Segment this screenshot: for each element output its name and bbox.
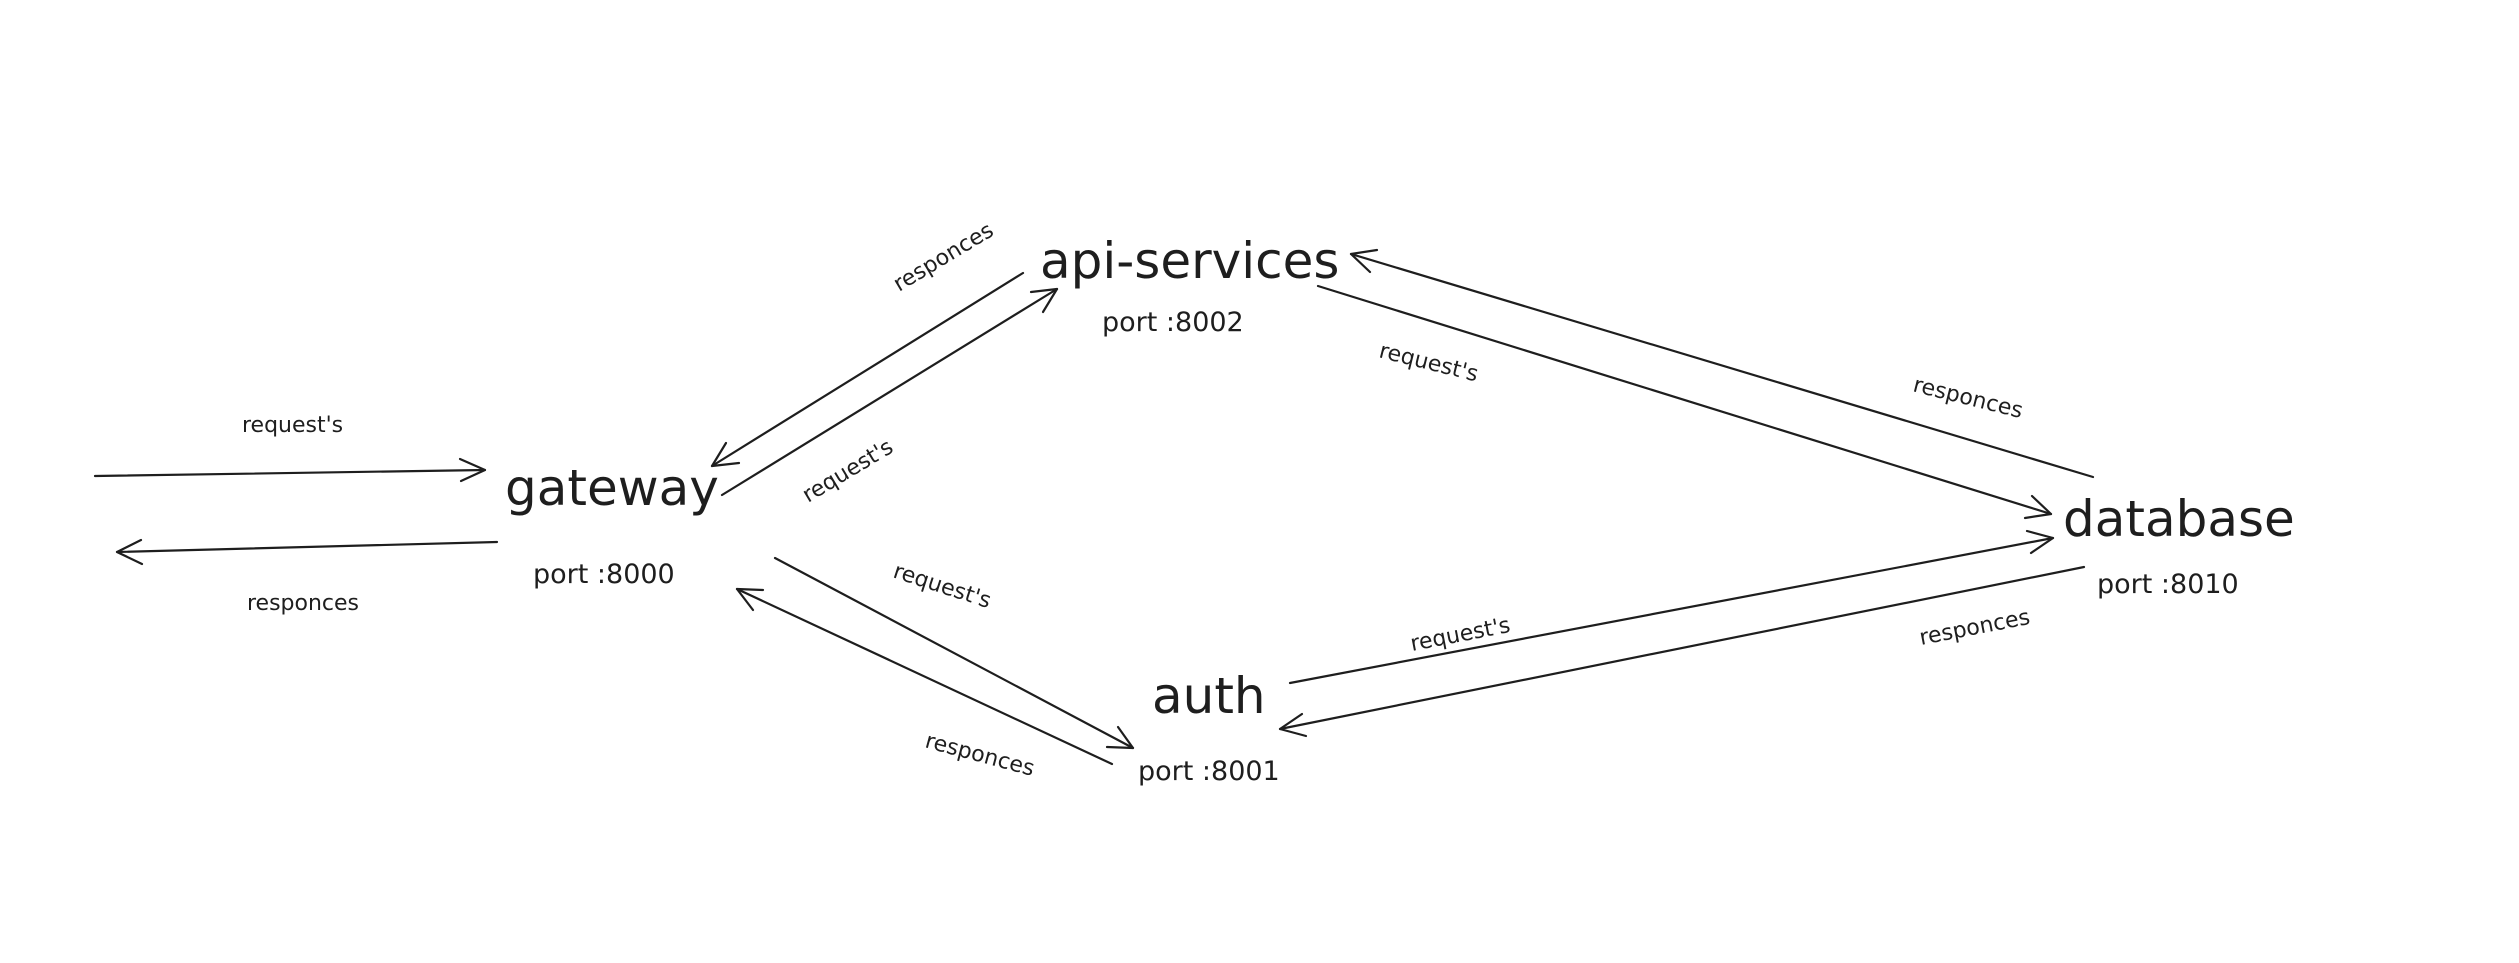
node-gateway: gateway port :8000: [505, 459, 719, 590]
node-auth-port: port :8001: [1138, 756, 1280, 787]
node-database: database port :8010: [2063, 490, 2295, 600]
arrow-client-to-gateway: [93, 457, 487, 483]
edge-label-gateway-to-api: request's: [798, 435, 898, 509]
node-api-services-port: port :8002: [1102, 307, 1244, 338]
arrow-gateway-to-auth: [773, 556, 1135, 750]
edge-label-database-to-api: responces: [1911, 373, 2026, 424]
node-database-port: port :8010: [2097, 569, 2239, 600]
edge-label-gateway-to-auth: request's: [890, 559, 994, 614]
edge-label-api-to-database: request's: [1377, 339, 1481, 388]
node-gateway-port: port :8000: [533, 559, 675, 590]
arrow-auth-to-gateway: [735, 587, 1114, 766]
edge-label-client-to-gateway: request's: [242, 413, 343, 438]
arrow-database-to-auth: [1278, 565, 2086, 738]
arrow-auth-to-database: [1288, 529, 2055, 685]
node-database-title: database: [2063, 490, 2295, 548]
node-auth: auth port :8001: [1138, 667, 1280, 787]
arrow-api-to-database: [1316, 284, 2053, 520]
edge-label-api-to-gateway: responces: [889, 218, 998, 297]
arrow-database-to-api: [1349, 248, 2095, 479]
node-api-services: api-services port :8002: [1040, 232, 1339, 338]
node-gateway-title: gateway: [505, 459, 719, 517]
edge-label-auth-to-gateway: responces: [922, 729, 1037, 782]
node-auth-title: auth: [1152, 667, 1266, 725]
edge-label-database-to-auth: responces: [1917, 605, 2032, 651]
arrow-gateway-to-api: [720, 287, 1059, 497]
node-api-services-title: api-services: [1040, 232, 1339, 290]
edge-label-gateway-to-client: responces: [247, 591, 359, 616]
arrow-api-to-gateway: [710, 271, 1025, 468]
arrow-gateway-to-client: [115, 538, 499, 566]
